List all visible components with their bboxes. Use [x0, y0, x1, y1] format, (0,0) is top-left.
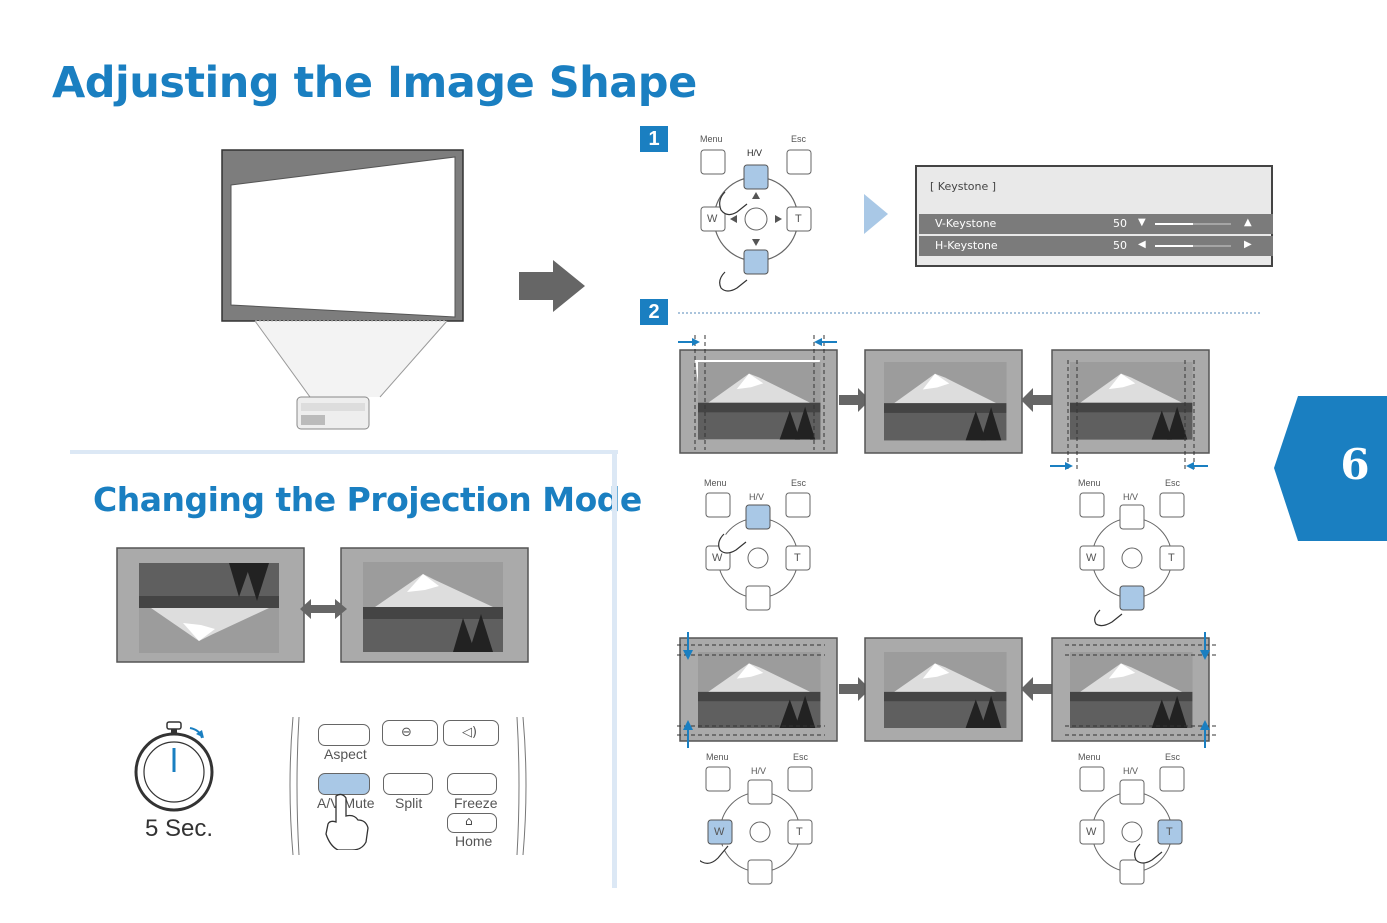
aspect-label: Aspect — [324, 746, 367, 762]
w-label: W — [707, 213, 718, 225]
volume-button[interactable] — [443, 720, 499, 746]
t-label: T — [1168, 552, 1175, 564]
split-label: Split — [395, 795, 423, 811]
menu-label: Menu — [700, 134, 723, 144]
menu-label: Menu — [704, 478, 727, 488]
arrow-right-icon — [519, 260, 585, 312]
keystone-osd-menu: [ Keystone ] V-Keystone 50 ▼ ▲ H-Keyston… — [915, 165, 1273, 267]
vertical-keystone-diagram — [677, 632, 1218, 748]
menu-label: Menu — [1078, 478, 1101, 488]
t-label: T — [796, 826, 803, 838]
remote-body — [289, 716, 527, 856]
stopwatch-icon — [134, 721, 214, 812]
hv-label: H/V — [749, 492, 765, 502]
remote-pad-step1: Menu Esc H/V W T — [695, 132, 820, 292]
osd-row-h-keystone[interactable]: H-Keystone 50 ◀ ▶ — [919, 236, 1273, 256]
esc-label: Esc — [1165, 478, 1181, 488]
volume-icon: ◁) — [462, 725, 478, 740]
hv-label: H/V — [747, 148, 763, 158]
triangle-right-icon: ▶ — [1244, 239, 1252, 250]
esc-label: Esc — [793, 752, 809, 762]
chapter-tab — [1274, 396, 1387, 541]
triangle-up-icon: ▲ — [1244, 217, 1252, 228]
osd-row-v-keystone[interactable]: V-Keystone 50 ▼ ▲ — [919, 214, 1273, 234]
t-label: T — [794, 552, 801, 564]
esc-label: Esc — [791, 478, 807, 488]
osd-row-label: V-Keystone — [935, 217, 997, 230]
section-divider-vertical — [612, 450, 617, 888]
step-divider — [678, 312, 1260, 314]
section-divider-horizontal — [70, 450, 618, 454]
osd-row-value: 50 — [1113, 239, 1127, 252]
w-label: W — [714, 826, 725, 838]
esc-label: Esc — [1165, 752, 1181, 762]
hand-pointer-icon — [325, 793, 369, 850]
remote-pad-t: Menu Esc H/V W T — [1074, 752, 1199, 892]
home-button[interactable] — [447, 813, 497, 833]
zoom-out-icon: ⊖ — [401, 725, 412, 740]
osd-row-value: 50 — [1113, 217, 1127, 230]
remote-pad-w: Menu Esc H/V W T — [700, 752, 825, 892]
triangle-down-icon: ▼ — [1138, 217, 1146, 228]
t-label: T — [1166, 826, 1173, 838]
freeze-label: Freeze — [454, 795, 498, 811]
av-mute-button[interactable] — [318, 773, 370, 795]
split-button[interactable] — [383, 773, 433, 795]
page-title: Adjusting the Image Shape — [52, 58, 697, 108]
hv-label: H/V — [1123, 766, 1139, 776]
home-label: Home — [455, 833, 493, 849]
projector-keystone-illustration — [221, 149, 464, 430]
menu-label: Menu — [706, 752, 729, 762]
hv-label: H/V — [751, 766, 767, 776]
osd-slider[interactable] — [1155, 245, 1231, 247]
chapter-number: 6 — [1340, 440, 1370, 489]
esc-label: Esc — [791, 134, 807, 144]
w-label: W — [1086, 552, 1097, 564]
t-label: T — [795, 213, 802, 225]
w-label: W — [1086, 826, 1097, 838]
osd-row-label: H-Keystone — [935, 239, 998, 252]
home-icon: ⌂ — [465, 814, 473, 828]
chevron-right-icon — [864, 194, 888, 234]
step-2-badge: 2 — [640, 299, 668, 325]
hv-label: H/V — [1123, 492, 1139, 502]
section-subtitle: Changing the Projection Mode — [93, 480, 642, 519]
projection-mode-diagram — [116, 547, 529, 663]
menu-label: Menu — [1078, 752, 1101, 762]
step-1-badge: 1 — [640, 126, 668, 152]
timer-label: 5 Sec. — [145, 815, 214, 842]
horizontal-keystone-diagram — [678, 335, 1210, 470]
freeze-button[interactable] — [447, 773, 497, 795]
triangle-left-icon: ◀ — [1138, 239, 1146, 250]
zoom-out-button[interactable] — [382, 720, 438, 746]
remote-pad-hv-up: Menu Esc H/V W T — [700, 478, 825, 628]
aspect-button[interactable] — [318, 724, 370, 746]
w-label: W — [712, 552, 723, 564]
remote-pad-hv-down: Menu Esc H/V W T — [1074, 478, 1199, 628]
osd-header: [ Keystone ] — [930, 180, 997, 193]
osd-slider[interactable] — [1155, 223, 1231, 225]
